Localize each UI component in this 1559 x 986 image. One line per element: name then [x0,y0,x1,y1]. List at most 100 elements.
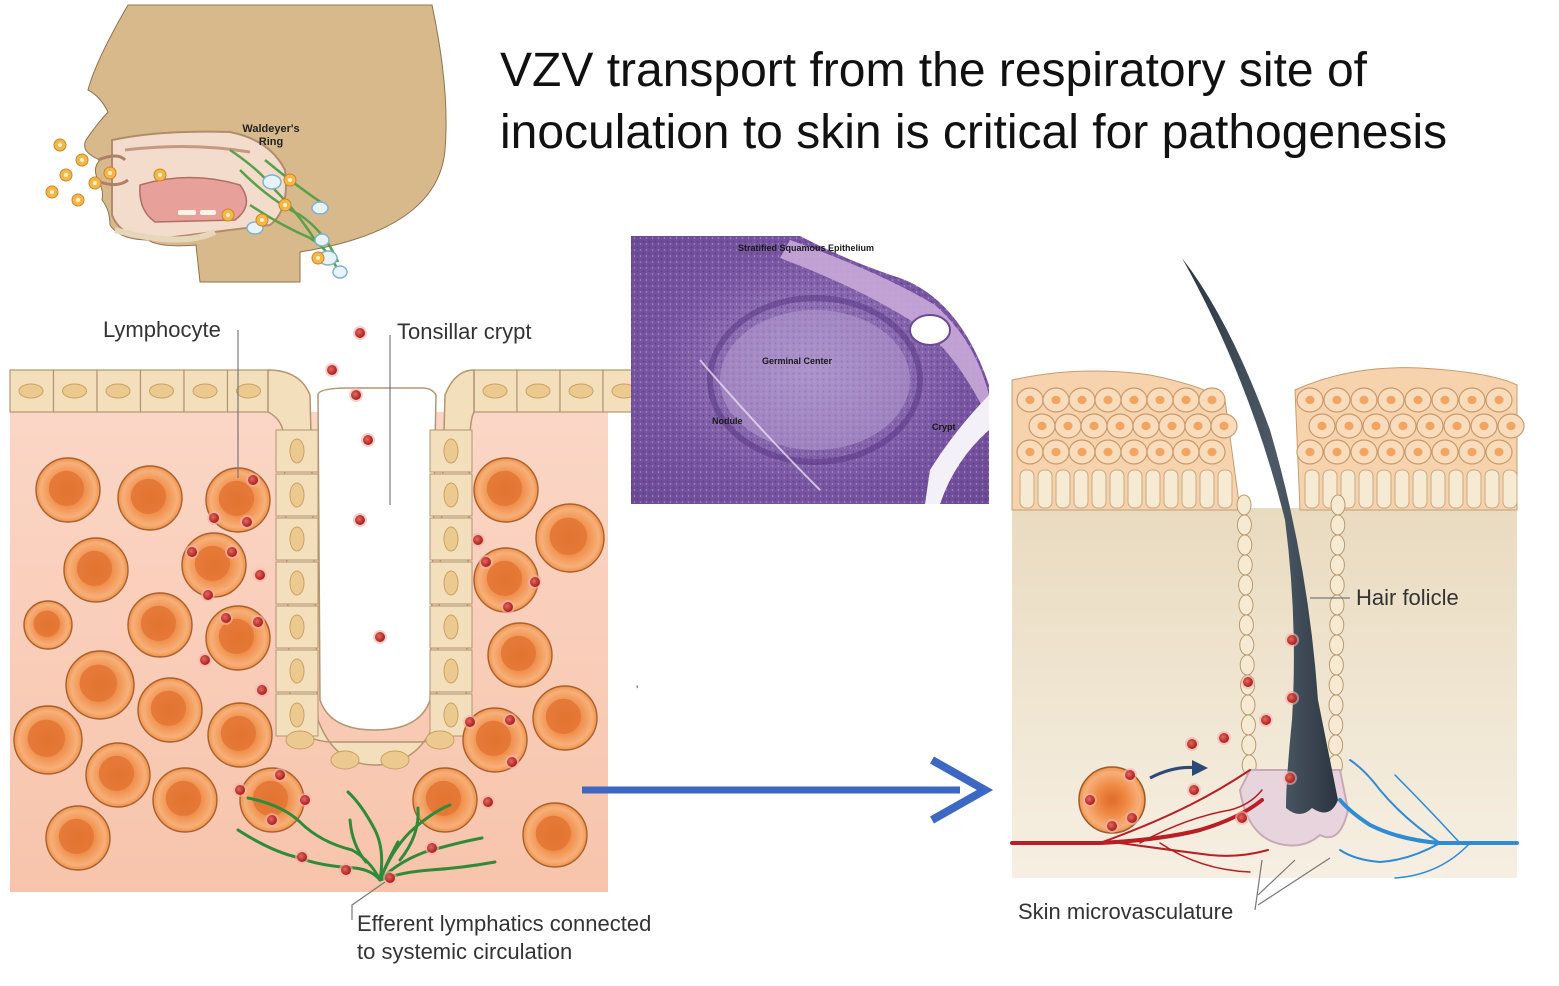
virion-core [257,685,267,695]
crypt-nucleus [289,482,305,508]
basal-cell [1145,469,1161,509]
lymphocyte-nucleus [218,618,254,655]
virion-core [1189,785,1199,795]
virion-core [248,475,258,485]
keratinocyte-nucleus [1129,395,1139,405]
basal-cell [1448,469,1464,509]
crypt-nucleus [443,526,459,552]
keratinocyte [1362,413,1390,439]
lymphocyte-nucleus [165,780,201,817]
virion-core [1219,733,1229,743]
basal-cell [1073,469,1089,509]
virion [1235,811,1249,825]
keratinocyte-nucleus [1332,447,1342,457]
keratinocyte [1120,439,1148,465]
basal-layer [1019,469,1518,509]
keratinocyte-nucleus [1359,395,1369,405]
lymphocyte-nucleus [486,560,522,597]
follicle-cell-right [1328,674,1344,696]
virion [505,755,519,769]
basal-cell [1037,469,1053,509]
title-line-1: VZV transport from the respiratory site … [500,44,1367,97]
lymphocyte [535,503,605,573]
keratinocyte-nucleus [1115,421,1125,431]
basal-cell [1466,469,1482,509]
virion-core [221,613,231,623]
virion [353,326,367,340]
inhaled-particle [71,193,85,207]
virion [240,515,254,529]
keratinocyte-nucleus [1386,395,1396,405]
virion-core [1287,635,1297,645]
virion [298,793,312,807]
keratinocyte-nucleus [1129,447,1139,457]
keratinocyte-nucleus [1467,447,1477,457]
inhaled-particle [153,168,167,182]
basal-cell [1109,469,1125,509]
keratinocyte [1416,413,1444,439]
virion [471,533,485,547]
virion-core [375,632,385,642]
basal-cell [1358,469,1374,509]
virion-core [275,770,285,780]
follicle-cell-left [1240,714,1256,736]
particle-core [93,181,97,185]
follicle-cell-right [1330,494,1346,516]
lymphocyte-nucleus [500,635,536,672]
virion [325,363,339,377]
basal-cell [1127,469,1143,509]
keratinocyte-nucleus [1440,447,1450,457]
keratinocyte [1094,439,1122,465]
basal-cell [1340,469,1356,509]
hair-follicle-wall [1236,494,1346,776]
keratinocyte [1335,413,1363,439]
keratinocyte [1054,413,1082,439]
keratinocyte-nucleus [1051,395,1061,405]
histology-center-label: Germinal Center [762,356,833,366]
histology-nodule-label: Nodule [712,416,743,426]
virion-core [200,655,210,665]
lymphocyte [239,767,305,833]
transfer-arrow [582,756,994,824]
follicle-cell-right [1330,534,1346,556]
basal-cell [1055,469,1071,509]
virion [1259,713,1273,727]
keratinocyte-nucleus [1077,395,1087,405]
follicle-cell-left [1236,494,1252,516]
keratinocyte-nucleus [1167,421,1177,431]
tonsillar-crypt-label: Tonsillar crypt [397,319,532,344]
follicle-cell-left [1241,734,1257,756]
basal-cell [1199,469,1215,509]
inhaled-particle [103,166,117,180]
virion-core [505,715,515,725]
hair-follicle-label: Hair folicle [1356,585,1459,610]
keratinocyte [1184,413,1212,439]
virion [1105,819,1119,833]
virion-core [507,757,517,767]
lymphocyte-nucleus [98,755,134,792]
particle-core [50,190,54,194]
virion-core [1125,770,1135,780]
keratinocyte-nucleus [1103,395,1113,405]
slide-title: VZV transport from the respiratory site … [500,40,1550,164]
lymphocyte [13,705,83,775]
keratinocyte-nucleus [1506,421,1516,431]
basal-cell [1394,469,1410,509]
follicle-cell-left [1237,534,1253,556]
crypt-nucleus [443,702,459,728]
epithelial-nucleus [18,383,44,399]
keratinocyte [1308,413,1336,439]
keratinocyte-nucleus [1440,395,1450,405]
basal-cell [1091,469,1107,509]
keratinocyte [1016,387,1044,413]
virion-core [355,328,365,338]
virion-core [203,590,213,600]
lymphocyte [522,802,588,868]
inhaled-particle [53,138,67,152]
follicle-cell-right [1328,654,1344,676]
histology-white-edge [800,236,989,385]
virion-core [341,865,351,875]
basal-cell [1484,469,1500,509]
keratinocyte-nucleus [1398,421,1408,431]
virion-core [227,547,237,557]
